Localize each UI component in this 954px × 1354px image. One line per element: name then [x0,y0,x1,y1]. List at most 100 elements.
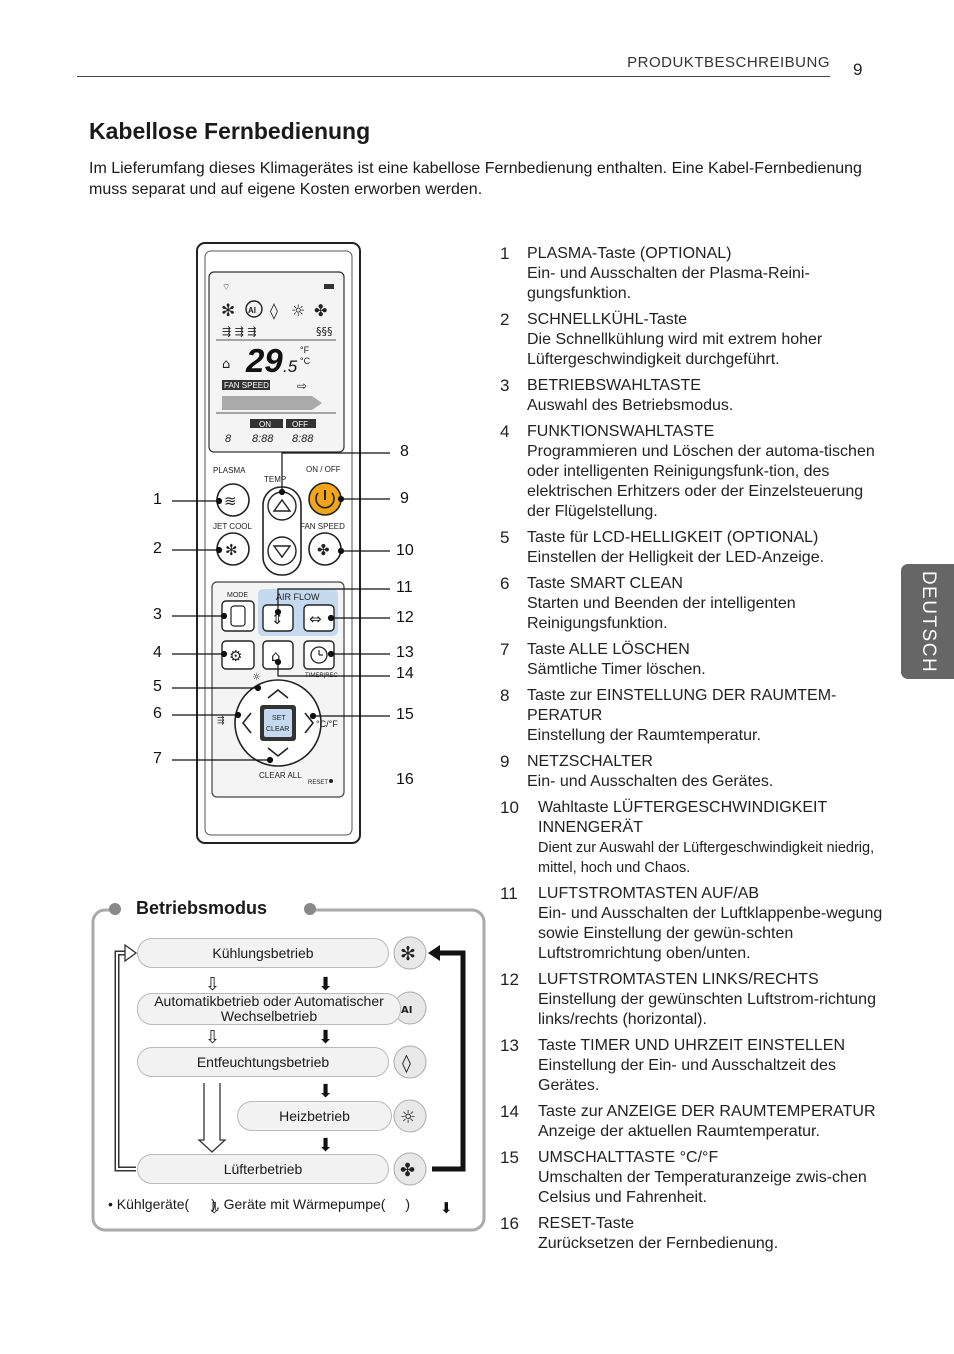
mode-legend: • Kühlgeräte(), Geräte mit Wärmepumpe( ) [108,1196,410,1212]
item-number: 6 [500,574,510,593]
callout-11: 11 [396,579,413,596]
callout-9: 9 [400,490,409,507]
svg-text:≋: ≋ [224,492,237,510]
list-item: 8 Taste zur EINSTELLUNG DER RAUMTEM-PERAT… [500,686,890,746]
callout-1: 1 [153,491,162,508]
heating-icon: ☼ [400,1107,416,1128]
list-item: 11 LUFTSTROMTASTEN AUF/AB Ein- und Ausscha… [500,884,890,964]
fan-mode-icon: ✤ [400,1160,415,1181]
list-item: 13 Taste TIMER UND UHRZEIT EINSTELLEN Eins… [500,1036,890,1096]
svg-text:FAN SPEED: FAN SPEED [224,381,269,390]
svg-text:✻: ✻ [225,541,238,559]
svg-text:⇶ ⇶ ⇶: ⇶ ⇶ ⇶ [222,325,257,338]
item-description: Umschalten der Temperaturanzeige zwis-ch… [538,1169,867,1206]
item-number: 9 [500,752,510,771]
item-number: 13 [500,1036,519,1055]
item-title: LUFTSTROMTASTEN LINKS/RECHTS [538,971,819,988]
svg-text:MODE: MODE [227,592,248,599]
svg-text:⇕: ⇕ [271,610,284,628]
item-title: Taste zur EINSTELLUNG DER RAUMTEM-PERATU… [527,687,837,724]
callout-8: 8 [400,443,409,460]
svg-text:.5: .5 [283,357,298,376]
svg-text:⚙: ⚙ [229,647,242,665]
item-number: 2 [500,310,510,329]
callout-14: 14 [396,665,414,682]
item-description: Programmieren und Löschen der automa-tis… [527,443,875,520]
mode-box-title: Betriebsmodus [136,898,268,918]
callout-4: 4 [153,644,162,661]
item-description: Ein- und Ausschalten des Gerätes. [527,773,774,790]
item-title: Taste ALLE LÖSCHEN [527,641,690,658]
svg-text:⇩: ⇩ [208,1199,221,1217]
item-description: Starten und Beenden der intelligenten Re… [527,595,796,632]
item-description: Einstellung der Ein- und Ausschaltzeit d… [538,1057,836,1094]
svg-text:⬇: ⬇ [318,1081,333,1102]
svg-text:⌔: ⌔ [222,283,230,293]
svg-text:PLASMA: PLASMA [213,466,246,475]
svg-text:CLEAR: CLEAR [266,726,289,733]
item-description: Zurücksetzen der Fernbedienung. [538,1235,779,1252]
svg-text:8:88: 8:88 [292,433,314,445]
callout-2: 2 [153,540,162,557]
svg-text:§§§: §§§ [316,325,333,338]
item-description: Einstellen der Helligkeit der LED-Anzeig… [527,549,825,566]
item-number: 4 [500,422,510,441]
callout-16: 16 [396,771,414,788]
item-description: Einstellung der Raumtemperatur. [527,727,761,744]
item-number: 3 [500,376,510,395]
item-title: LUFTSTROMTASTEN AUF/AB [538,885,760,902]
item-title: Taste TIMER UND UHRZEIT EINSTELLEN [538,1037,846,1054]
svg-text:SET: SET [272,715,286,722]
svg-text:ON: ON [259,420,271,429]
item-number: 11 [500,884,518,903]
item-description: Die Schnellkühlung wird mit extrem hoher… [527,331,823,368]
svg-text:TEMP: TEMP [264,475,286,484]
svg-text:⬇: ⬇ [318,1135,333,1156]
svg-text:FAN SPEED: FAN SPEED [300,522,345,531]
item-title: Wahltaste LÜFTERGESCHWINDIGKEIT INNENGER… [538,799,827,836]
item-number: 5 [500,528,510,547]
item-number: 8 [500,686,510,705]
svg-text:AIR FLOW: AIR FLOW [276,592,320,602]
item-title: PLASMA-Taste (OPTIONAL) [527,245,732,262]
item-description: Ein- und Ausschalten der Luftklappenbe-w… [538,905,883,962]
cooling-icon: ✻ [400,943,416,965]
svg-text:⇨: ⇨ [297,379,307,393]
svg-text:⬇: ⬇ [318,1027,333,1048]
item-description: Auswahl des Betriebsmodus. [527,397,734,414]
callout-3: 3 [153,606,162,623]
svg-text:°F: °F [300,345,310,355]
callout-7: 7 [153,750,162,767]
svg-text:⌂: ⌂ [271,647,281,665]
item-title: RESET-Taste [538,1215,635,1232]
lcd-temperature: 29 [245,342,283,379]
dehumidify-icon: ◊ [402,1053,411,1074]
svg-text:⬇: ⬇ [318,974,333,995]
svg-text:⇔: ⇔ [309,610,322,628]
svg-text:⇶: ⇶ [217,715,225,726]
item-number: 15 [500,1148,519,1167]
page-number: 9 [853,60,863,79]
intro-paragraph: Im Lieferumfang dieses Klimagerätes ist … [89,160,862,198]
svg-text:☼: ☼ [252,672,261,683]
svg-text:AI: AI [248,306,256,315]
item-title: Taste zur ANZEIGE DER RAUMTEMPERATUR [538,1103,876,1120]
svg-text:✤: ✤ [317,541,330,559]
svg-text:OFF: OFF [292,420,308,429]
svg-text:⇩: ⇩ [205,1027,220,1048]
svg-text:8:88: 8:88 [252,433,274,445]
auto-icon: AI [401,1005,412,1016]
item-description: Ein- und Ausschalten der Plasma-Reini-gu… [527,265,810,302]
svg-text:°C: °C [300,356,311,366]
item-number: 16 [500,1214,519,1233]
svg-text:⌂: ⌂ [222,357,230,372]
